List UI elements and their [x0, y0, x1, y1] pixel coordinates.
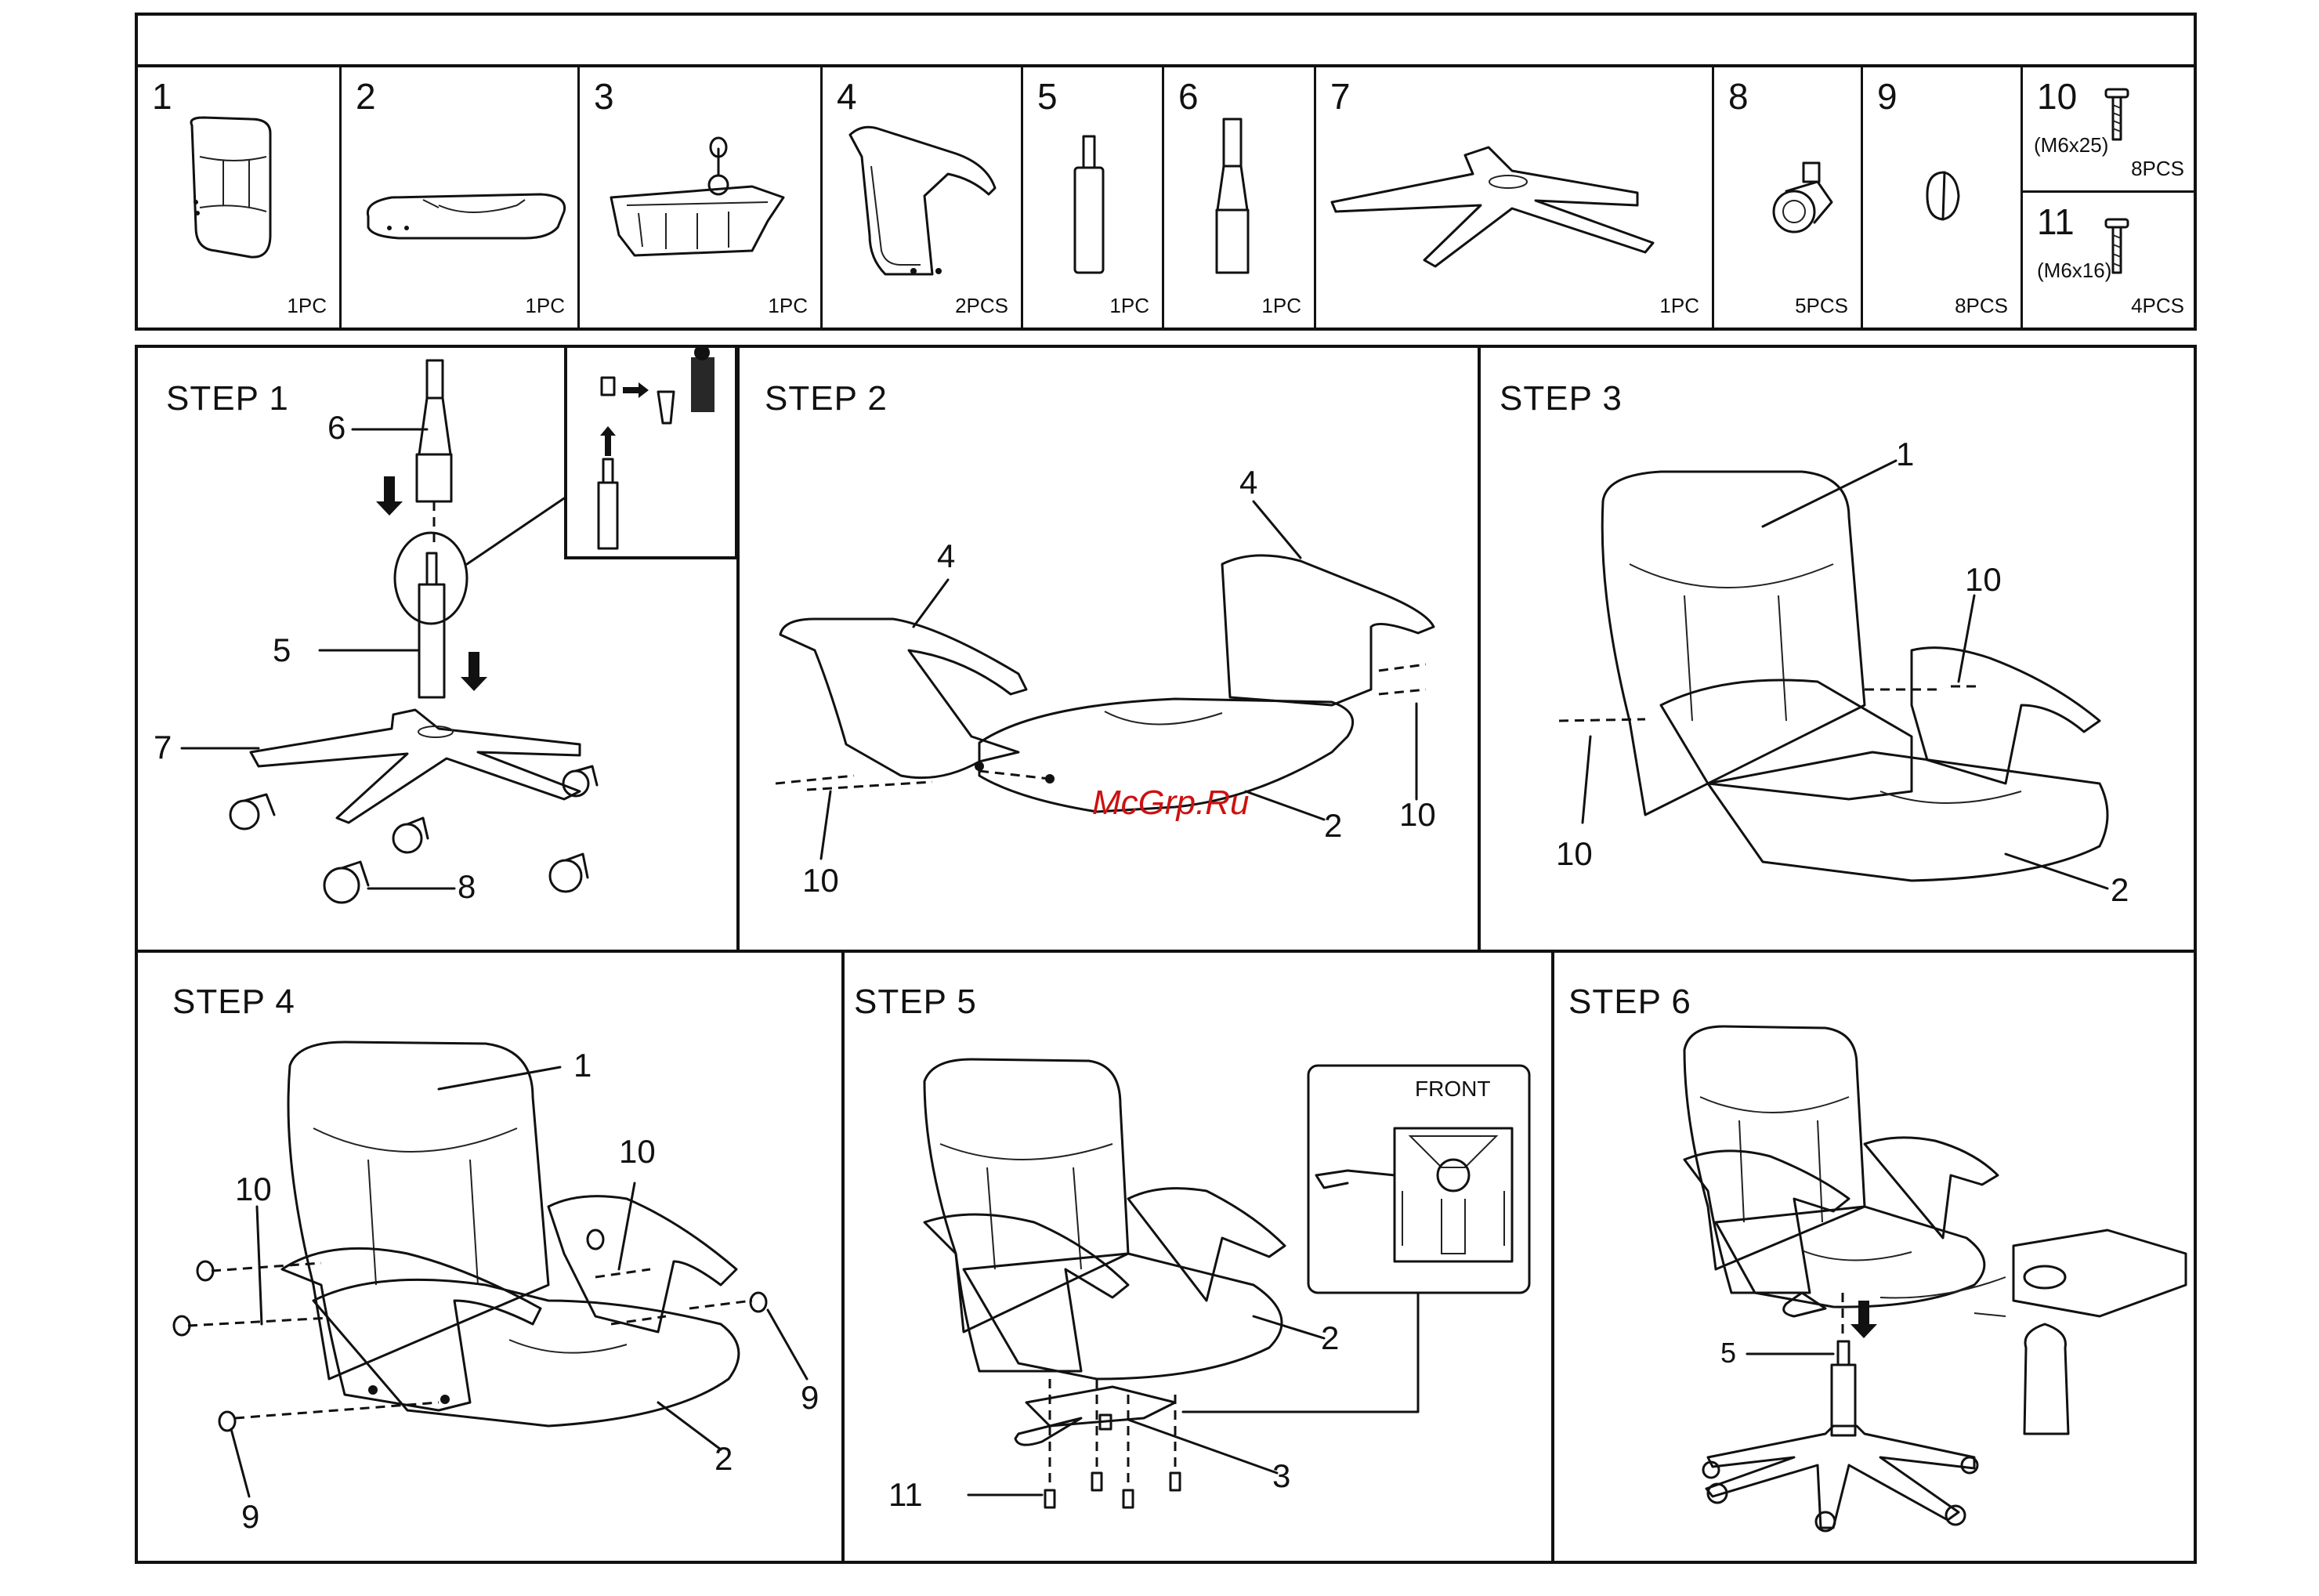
- callout-2: 2: [715, 1440, 733, 1478]
- callout-2: 2: [2111, 871, 2129, 909]
- callout-10: 10: [619, 1133, 656, 1171]
- callout-3: 3: [1272, 1457, 1290, 1495]
- caster-icon: [230, 766, 597, 903]
- front-label: FRONT: [1415, 1077, 1490, 1102]
- step-3-diagram: [1559, 461, 2107, 888]
- callout-10: 10: [802, 862, 839, 899]
- callout-9: 9: [801, 1379, 819, 1417]
- callout-7: 7: [154, 729, 172, 766]
- callout-10: 10: [235, 1171, 272, 1208]
- callout-8: 8: [458, 868, 476, 906]
- step-6-diagram: [1684, 1026, 2194, 1531]
- callout-2: 2: [1321, 1319, 1339, 1357]
- callout-9: 9: [241, 1498, 259, 1536]
- callout-1: 1: [573, 1047, 592, 1084]
- step-5-diagram: [924, 1059, 1418, 1507]
- callout-4: 4: [937, 537, 955, 575]
- callout-5: 5: [273, 632, 291, 669]
- step-1-diagram: [182, 345, 715, 903]
- watermark: McGrp.Ru: [1092, 784, 1249, 823]
- step-4-diagram: [174, 1042, 807, 1496]
- callout-10: 10: [1965, 561, 2002, 599]
- callout-10: 10: [1399, 796, 1436, 834]
- callout-4: 4: [1239, 464, 1257, 501]
- callout-5: 5: [1720, 1337, 1736, 1370]
- callout-6: 6: [327, 409, 345, 447]
- callout-1: 1: [1896, 436, 1914, 473]
- callout-2: 2: [1324, 807, 1342, 845]
- callout-10: 10: [1556, 835, 1593, 873]
- callout-11: 11: [888, 1476, 923, 1514]
